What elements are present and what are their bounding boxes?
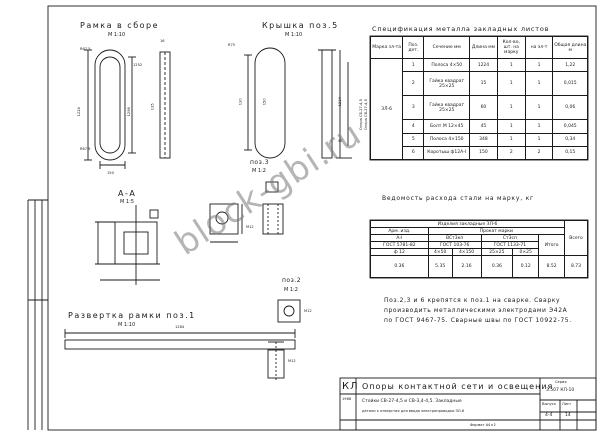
table-row: 6 Коротыш ф12А-I 150 2 2 0,15 — [371, 145, 588, 161]
stamp-sheet: 14 — [565, 413, 571, 418]
table-row: 3 Гайка квадрат 25×25 60 1 1 0,06 — [371, 95, 588, 121]
frame-view-scale: М 1:10 — [108, 32, 126, 38]
consumption-header-arm: Арм. изд. — [370, 227, 429, 235]
title-block-frame — [339, 377, 597, 431]
sheet-frame — [47, 5, 597, 431]
table-row: 5 Полоса 4×150 348 1 1 0,34 — [371, 132, 588, 147]
cover-scale: М 1:10 — [285, 32, 303, 38]
spec-header-length: Длина мм — [469, 36, 498, 59]
spec-header-qty-mark: Кол-во, шт. на марку — [496, 36, 526, 59]
stamp-subtitle-2: детали к отверстия для ввода электропров… — [362, 409, 465, 413]
unfold-title: Развертка рамки поз.1 — [68, 311, 196, 320]
dim-m12-b: M12 — [304, 309, 312, 313]
spec-header-mark: Марка зл-та — [369, 36, 404, 59]
stamp-subtitle-1: Стойки СВ-27-4,5 и СВ-3,4-4,5. Закладные — [362, 399, 462, 404]
cover-outline — [254, 47, 286, 159]
dim-1214: 1214 — [337, 97, 342, 107]
stamp-main-title: Опоры контактной сети и освещения — [362, 382, 554, 391]
spec-title: Спецификация металла закладных листов — [372, 25, 550, 33]
spec-table: Марка зл-та Поз. дет. Сечение мм Длина м… — [369, 36, 588, 161]
table-row: ЗЛ-6 1 Полоса 4×50 1224 1 1 1,22 — [369, 57, 588, 160]
stamp-series-label: Серия — [555, 380, 567, 384]
pos3-title: поз.3 — [250, 159, 270, 166]
spec-header-pos: Поз. дет. — [402, 36, 425, 59]
dim-r75: R75 — [228, 43, 236, 47]
consumption-table: Изделия закладные ЗЛ-6 Всего Арм. изд. П… — [370, 220, 588, 278]
dim-m12: M12 — [246, 225, 254, 229]
spec-mark: ЗЛ-6 — [369, 58, 404, 160]
spec-side-label-2: Опора СВ-27-4,5 — [364, 99, 368, 130]
table-row: 2 Гайка квадрат 25×25 15 1 1 0,015 — [371, 71, 588, 97]
dim-m12-c: M12 — [288, 359, 296, 363]
dim-1284: 1284 — [175, 325, 185, 329]
dim-150b: 150 — [262, 98, 267, 106]
section-title: А-А — [118, 189, 137, 198]
consumption-header-total: Всего — [564, 220, 588, 256]
stamp-issue-label: Выпуск — [542, 402, 556, 406]
dim-130: 130 — [238, 98, 243, 106]
table-row: 0.36 5.35 2.16 0.36 0.12 8.52 8.73 — [370, 255, 588, 278]
dim-1224: 1224 — [76, 107, 81, 117]
dim-1252: 1252 — [133, 63, 143, 67]
consumption-element-label: Изделия закладные ЗЛ-6 — [370, 220, 565, 228]
stamp-series: 3.507 КЛ-10 — [546, 388, 575, 393]
frame-outer — [94, 49, 126, 161]
dim-135: 135 — [150, 103, 155, 111]
dim-16: 16 — [160, 39, 165, 43]
stamp-format: Формат А4×2 — [470, 423, 496, 427]
dim-150: 150 — [107, 171, 114, 175]
dim-r675-a: R67.5 — [80, 47, 91, 51]
frame-inner — [99, 56, 121, 154]
stamp-year: 1968 — [342, 397, 352, 401]
table-row: 4 Болт М 12×45 45 1 1 0,045 — [371, 119, 588, 134]
stamp-company: КЛ — [342, 381, 359, 392]
dim-45: 45 — [338, 139, 343, 143]
spec-header-qty-el: на эл-т — [524, 36, 554, 59]
pos3-scale: М 1:2 — [252, 168, 266, 174]
unfold-scale: М 1:10 — [118, 322, 136, 328]
consumption-header-rolled: Прокат марки — [427, 227, 566, 235]
notes-text: Поз.2,3 и 6 крепятся к поз.1 на сварке. … — [384, 297, 572, 324]
consumption-title: Ведомость расхода стали на марку, кг — [382, 195, 534, 202]
stamp-sheet-label: Лист — [562, 402, 572, 406]
stamp-issue: 4-4 — [545, 413, 553, 418]
section-scale: М 1:5 — [120, 199, 134, 205]
pos2-title: поз.2 — [282, 277, 302, 284]
frame-view-title: Рамка в сборе — [80, 21, 160, 30]
spec-header-total: Общая длина м — [552, 36, 588, 59]
dim-1298: 1298 — [126, 107, 131, 117]
dim-r675-b: R67.5 — [80, 147, 91, 151]
spec-header-section: Сечение мм — [423, 36, 471, 59]
cover-title: Крышка поз.5 — [262, 21, 339, 30]
pos2-scale: М 1:2 — [284, 287, 298, 293]
